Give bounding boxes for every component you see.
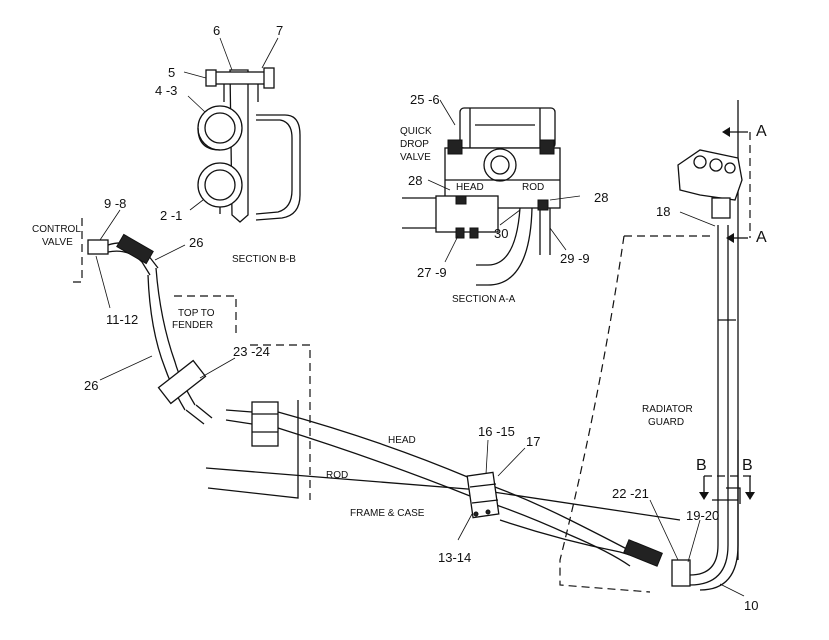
frame-case-label: FRAME & CASE: [350, 508, 425, 519]
head-tube-fitting: [435, 195, 499, 233]
section-aa-view: HEAD ROD 25 -6 QUICK DROP VALVE 28 28 30…: [400, 92, 608, 305]
section-bb-view: 6 7 5 4 -3 2 -1 SECTION B-B: [155, 23, 301, 265]
callout-26-top: 26: [189, 235, 203, 250]
tube-radiator-inner: [689, 225, 729, 586]
tube-rod-main: [277, 427, 631, 567]
callout-23-24: 23 -24: [233, 344, 270, 359]
quick-drop-valve-label-1: QUICK: [400, 126, 432, 137]
rod-tube-label: ROD: [326, 470, 348, 481]
bolt: [213, 71, 267, 85]
control-valve-label-1: CONTROL: [32, 224, 81, 235]
top-to-fender-label-1: TOP TO: [178, 308, 215, 319]
callout-27-9: 27 -9: [417, 265, 447, 280]
nut: [263, 67, 275, 89]
callout-13-14: 13-14: [438, 550, 471, 565]
tube-radiator-outer: [689, 225, 719, 576]
section-b-marker-left: B: [696, 457, 707, 474]
callout-26-bottom: 26: [84, 378, 98, 393]
section-aa-head-label: HEAD: [456, 182, 484, 193]
callout-19-20: 19-20: [686, 508, 719, 523]
clamp-left-frame: [251, 401, 279, 447]
callout-30: 30: [494, 226, 508, 241]
rod-tube-bend: [476, 207, 533, 286]
section-bb-caption: SECTION B-B: [232, 254, 296, 265]
callout-4-3: 4 -3: [155, 83, 177, 98]
callout-10: 10: [744, 598, 758, 613]
clamp-23-24: [157, 359, 207, 405]
section-aa-caption: SECTION A-A: [452, 294, 516, 305]
callout-11-12: 11-12: [106, 312, 138, 327]
control-valve-label-2: VALVE: [42, 237, 73, 248]
callout-2-1: 2 -1: [160, 208, 182, 223]
guard-rail: [255, 114, 301, 221]
callout-29-9: 29 -9: [560, 251, 590, 266]
callout-25-6: 25 -6: [410, 92, 440, 107]
callout-28-right: 28: [594, 190, 608, 205]
callout-28-left: 28: [408, 173, 422, 188]
top-to-fender-label-2: FENDER: [172, 320, 213, 331]
quick-drop-valve-label-2: DROP: [400, 139, 429, 150]
section-a-marker-bottom: A: [756, 229, 767, 246]
clamp-22-21: [671, 559, 691, 587]
control-valve-outline: [70, 218, 83, 283]
tube-head-main: [277, 411, 641, 557]
callout-7: 7: [276, 23, 283, 38]
main-routing-view: CONTROL VALVE TOP TO FENDER HEAD ROD FRA…: [32, 100, 767, 613]
clamp-16-15: [466, 471, 500, 519]
callout-16-15: 16 -15: [478, 424, 515, 439]
quick-drop-valve-top: [677, 149, 743, 201]
callout-6: 6: [213, 23, 220, 38]
fender-outline: [174, 295, 237, 335]
section-aa-rod-label: ROD: [522, 182, 544, 193]
frame-edge: [207, 400, 299, 499]
radiator-guard-outline: [559, 235, 651, 593]
radiator-guard-label-1: RADIATOR: [642, 404, 693, 415]
radiator-guard-label-2: GUARD: [648, 417, 684, 428]
section-b-marker-right: B: [742, 457, 753, 474]
quick-drop-valve-label-3: VALVE: [400, 152, 431, 163]
lower-hose-sleeve: [623, 539, 663, 567]
callout-5: 5: [168, 65, 175, 80]
callout-17: 17: [526, 434, 540, 449]
callout-9-8: 9 -8: [104, 196, 126, 211]
callout-22-21: 22 -21: [612, 486, 649, 501]
section-a-marker-top: A: [756, 123, 767, 140]
control-valve-fitting: [87, 239, 109, 255]
head-tube-label: HEAD: [388, 435, 416, 446]
hose-sleeve: [116, 233, 154, 265]
callout-18: 18: [656, 204, 670, 219]
